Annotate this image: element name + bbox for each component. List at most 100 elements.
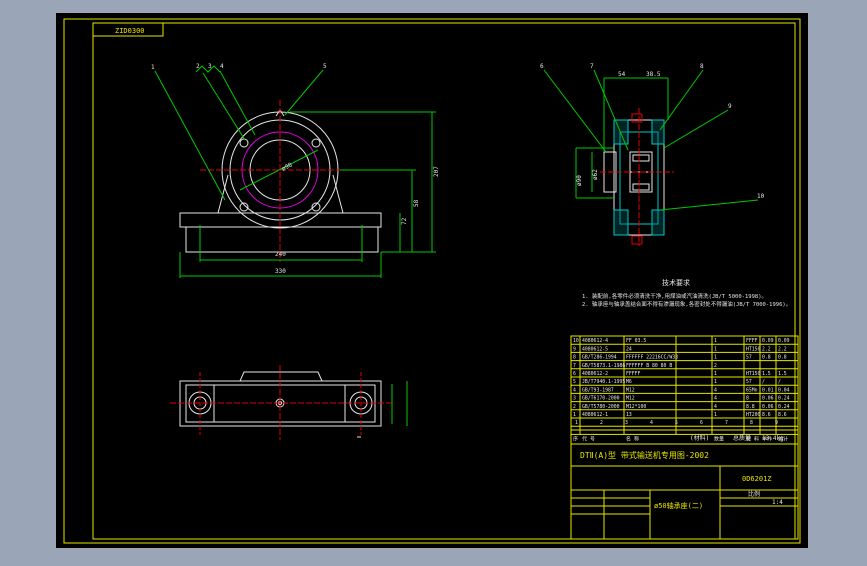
bom-cell-w2: 0.24 — [778, 404, 790, 410]
bom-cell-mat: 57 — [746, 379, 752, 385]
tech-heading: 技术要求 — [662, 278, 690, 287]
bom-footer-label: 8 — [750, 420, 753, 426]
front-view-dims: 240 330 ø90 58 207 72 1 2 3 4 5 — [151, 63, 440, 275]
dim-72: 72 — [401, 217, 408, 225]
bom-cell-no: 4 — [573, 387, 576, 393]
bom-footer-label: 3 — [625, 420, 628, 426]
bom-cell-w2: 8.6 — [778, 412, 787, 418]
bom-cell-name: FFFFFF B 80 80 B — [626, 363, 672, 369]
code-box-text: ZID0300 — [115, 27, 145, 35]
section-view — [543, 69, 759, 246]
dim-207: 207 — [433, 166, 440, 177]
bom-cell-mat: HT150 — [746, 346, 761, 352]
bom-cell-name: FFFFFF 22216CC/W33 — [626, 355, 678, 361]
bom-cell-qty: 1 — [714, 412, 717, 418]
bom-cell-mat: FFFF — [746, 338, 758, 344]
drawing-number: 0D6201Z — [742, 475, 772, 483]
bom-footer-label: 1 — [575, 420, 578, 426]
bom-cell-qty: 1 — [714, 371, 717, 377]
bom-cell-w1: 0.8 — [762, 355, 771, 361]
bom-cell-qty: 2 — [714, 363, 717, 369]
dim-section-d90: ø90 — [576, 175, 583, 186]
bom-cell-no: 1 — [573, 412, 576, 418]
outer-frame — [63, 18, 801, 544]
bom-cell-mat: 8.8 — [746, 404, 755, 410]
bom-cell-w1: 0.06 — [762, 396, 774, 402]
bom-cell-no: 6 — [573, 371, 576, 377]
bom-cell-no: 8 — [573, 355, 576, 361]
leader-10: 10 — [757, 193, 765, 200]
bom-cell-no: 2 — [573, 404, 576, 410]
bom-cell-code: 4080612-5 — [582, 346, 608, 352]
code-box — [92, 22, 164, 37]
bom-cell-no: 3 — [573, 396, 576, 402]
project-title: DTⅡ(A)型 带式输送机专用图-2002 — [580, 450, 709, 460]
bom-cell-w1: / — [762, 379, 765, 385]
bom-cell-w2: 0.24 — [778, 396, 790, 402]
bom-header-cell: 总计 — [778, 435, 788, 442]
dim-58: 58 — [413, 199, 420, 207]
bom-cell-mat: 8 — [746, 396, 749, 402]
bom-cell-w1: 8.6 — [762, 412, 771, 418]
bom-cell-name: M12 — [626, 387, 635, 393]
bom-header-cell: 代 号 — [582, 435, 595, 442]
leader-9: 9 — [728, 103, 732, 110]
bom-cell-code: 4080612-1 — [582, 412, 608, 418]
front-view — [154, 65, 436, 278]
bom-cell-w2: 2.2 — [778, 346, 787, 352]
tech-line-2: 2. 轴承座与轴承盖结合面不得有渗漏现象,各密封处不得漏油(JB/T 7000-… — [582, 300, 791, 308]
bom-cell-mat: 57 — [746, 355, 752, 361]
bom-header-cell: 名 称 — [626, 435, 639, 442]
leader-8: 8 — [700, 63, 704, 70]
bom-cell-w1: 2.2 — [762, 346, 771, 352]
dim-38-5: 38.5 — [646, 71, 661, 78]
bom-cell-w1: 0.01 — [762, 387, 774, 393]
bom-header-cell: 单件 — [762, 435, 772, 442]
bom-cell-name: FF 03.5 — [626, 338, 646, 344]
leader-5: 5 — [323, 63, 327, 70]
bom-cell-code: GB/T93-1987 — [582, 387, 614, 393]
bom-cell-no: 9 — [573, 346, 576, 352]
total-weight: 13.4kg — [762, 435, 784, 442]
bom-cell-qty: 1 — [714, 379, 717, 385]
leader-2: 2 — [196, 63, 200, 70]
dim-330: 330 — [275, 268, 286, 275]
bom-cell-name: 24 — [626, 346, 632, 352]
dim-d62: ø62 — [592, 169, 599, 180]
base-body — [185, 226, 379, 253]
bom-cell-name: M12 — [626, 396, 635, 402]
bom-cell-name: FFFFF — [626, 371, 641, 377]
standard-label: (材料) — [690, 434, 709, 442]
scale-value: 1:4 — [772, 499, 783, 506]
tech-line-1: 1. 装配前,各零件必须清洗干净,用煤油或汽油清洗(JB/T 5000-1998… — [582, 292, 767, 300]
bom-cell-no: 10 — [573, 338, 579, 344]
bom-footer-label: 6 — [700, 420, 703, 426]
bom-cell-qty: 1 — [714, 355, 717, 361]
bom-cell-code: GB/T286-1994 — [582, 355, 617, 361]
bom-cell-no: 7 — [573, 363, 576, 369]
bom-footer-label: 7 — [725, 420, 728, 426]
bom-cell-w1: 1.5 — [762, 371, 771, 377]
leader-4: 4 — [220, 63, 224, 70]
bom-header-cell: 材 料 — [746, 435, 759, 442]
bom-cell-w2: 0.04 — [778, 387, 790, 393]
bom-cell-w2: / — [778, 379, 781, 385]
bom-cell-qty: 4 — [714, 387, 717, 393]
bom-cell-w1: 0.09 — [762, 338, 774, 344]
bom-cell-no: 5 — [573, 379, 576, 385]
bom-header-cell: 数量 — [714, 435, 724, 442]
bom-footer-label: 2 — [600, 420, 603, 426]
bom-cell-code: JB/T7940.1-1995 — [582, 379, 625, 385]
leader-6: 6 — [540, 63, 544, 70]
section-view-dims: 54 38.5 ø90 ø62 6 7 8 9 10 — [540, 63, 765, 200]
drawing-canvas — [56, 13, 808, 548]
bom-cell-code: 4080612-2 — [582, 371, 608, 377]
bom-footer-label: 9 — [775, 420, 778, 426]
bom-footer-label: 5 — [675, 420, 678, 426]
bom-cell-mat: 65Mn — [746, 387, 758, 393]
tech-requirements: 技术要求 1. 装配前,各零件必须清洗干净,用煤油或汽油清洗(JB/T 5000… — [582, 278, 791, 308]
plan-view — [170, 365, 408, 440]
bom-footer-label: 4 — [650, 420, 653, 426]
